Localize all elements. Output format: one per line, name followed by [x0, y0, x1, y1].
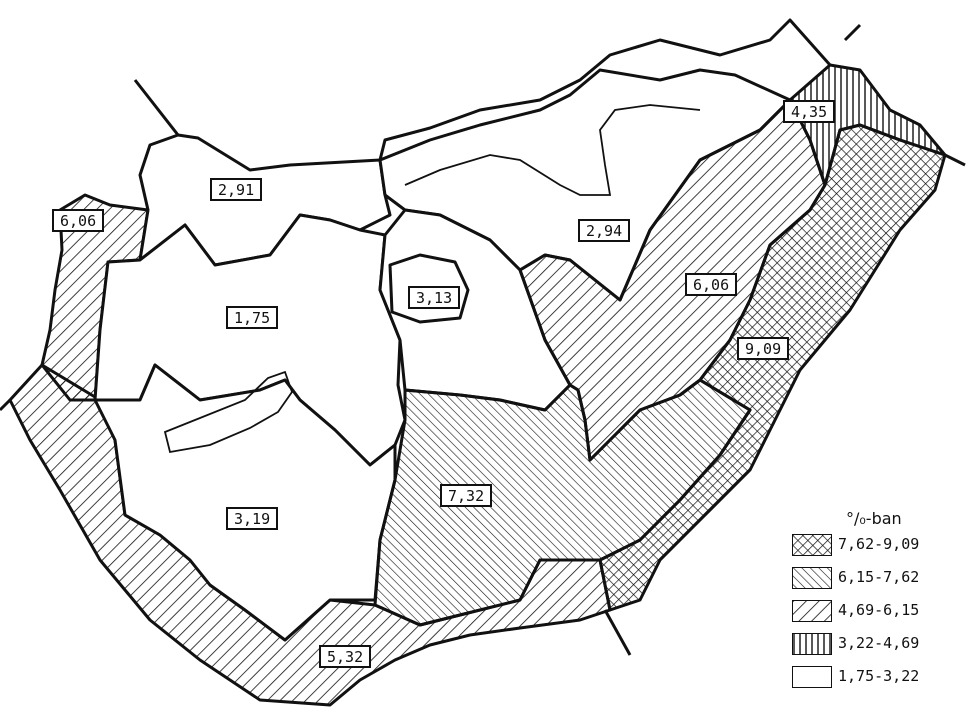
legend-swatch-diag-wide	[792, 600, 832, 622]
legend-item: 7,62-9,09	[792, 534, 962, 558]
label-west-center: 1,75	[226, 306, 279, 329]
label-north-center: 2,94	[578, 219, 631, 242]
legend-item: 4,69-6,15	[792, 600, 962, 624]
legend-item: 6,15-7,62	[792, 567, 962, 591]
legend-label: 7,62-9,09	[838, 535, 920, 553]
legend-label: 4,69-6,15	[838, 601, 920, 619]
legend-swatch-cross	[792, 534, 832, 556]
label-south: 5,32	[319, 645, 372, 668]
label-north-west: 2,91	[210, 178, 263, 201]
legend-label: 3,22-4,69	[838, 634, 920, 652]
legend-swatch-vertical	[792, 633, 832, 655]
legend-title: °/₀-ban	[846, 509, 902, 528]
label-nw-west: 6,06	[52, 209, 105, 232]
region-great-plain	[373, 378, 752, 627]
label-east: 9,09	[737, 337, 790, 360]
legend-label: 6,15-7,62	[838, 568, 920, 586]
label-capital: 3,13	[408, 286, 461, 309]
label-south-west: 3,19	[226, 507, 279, 530]
country-border-east	[944, 153, 966, 167]
legend-item: 1,75-3,22	[792, 666, 962, 690]
legend-swatch-diag-dense	[792, 567, 832, 589]
legend-swatch-none	[792, 666, 832, 688]
legend-item: 3,22-4,69	[792, 633, 962, 657]
label-east-north: 6,06	[685, 273, 738, 296]
label-northeast-corner: 4,35	[783, 100, 836, 123]
country-border-north	[133, 18, 862, 161]
label-great-plain: 7,32	[440, 484, 493, 507]
lake-outline	[163, 370, 294, 454]
legend-label: 1,75-3,22	[838, 667, 920, 685]
country-border-west	[0, 398, 12, 412]
region-east	[598, 123, 947, 612]
inner-border-north	[404, 104, 701, 196]
country-border-south	[603, 609, 632, 656]
